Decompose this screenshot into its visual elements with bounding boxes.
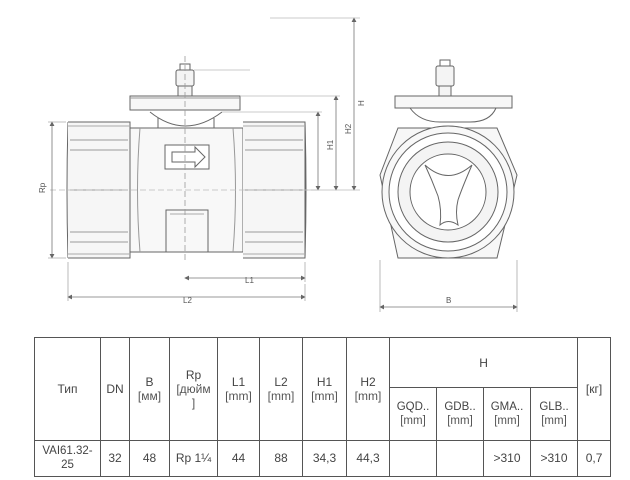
dim-label-b: B [446,296,451,305]
header-l2: L2[mm] [259,337,303,441]
dim-label-rp: Rp [38,182,47,193]
dim-label-h: H [357,100,366,106]
cell-dn: 32 [100,439,130,478]
dim-label-h1: H1 [326,139,335,150]
cell-l2: 88 [259,439,303,478]
table-row: VAI61.32-25 32 48 Rp 1¼ 44 88 34,3 44,3 … [34,439,612,478]
dim-label-l1: L1 [245,276,254,285]
header-kg: [кг] [577,337,612,441]
header-b: B[мм] [129,337,170,441]
dim-label-l2: L2 [183,296,192,305]
header-h: H [388,336,579,389]
header-h-gqd: GQD..[mm] [389,387,437,441]
cell-rp: Rp 1¼ [169,439,218,478]
header-l1: L1[mm] [217,337,260,441]
valve-side-view [379,59,518,259]
header-type: Тип [34,337,101,441]
cell-glb: >310 [529,439,579,478]
header-h-gdb: GDB..[mm] [436,387,484,441]
header-h2: H2[mm] [346,337,390,441]
cell-l1: 44 [217,439,260,478]
cell-type: VAI61.32-25 [34,439,101,478]
cell-gma: >310 [483,439,531,478]
cell-h1: 34,3 [302,439,347,478]
valve-front-view [66,63,307,259]
header-dn: DN [100,337,130,441]
valve-drawing: Rp L1 L2 H1 H2 H B [38,17,518,312]
spec-table: Тип DN B[мм] Rp[дюйм] L1[mm] L2[mm] H1[m… [34,336,612,478]
header-h1: H1[mm] [302,337,347,441]
cell-gqd [389,439,437,478]
dim-label-h2: H2 [344,123,353,134]
cell-h2: 44,3 [346,439,390,478]
header-h-gma: GMA..[mm] [483,387,531,441]
header-rp: Rp[дюйм] [169,337,218,441]
cell-kg: 0,7 [577,439,612,478]
cell-gdb [436,439,484,478]
header-h-glb: GLB..[mm] [529,387,579,441]
cell-b: 48 [129,439,170,478]
dimension-lines [48,17,360,301]
